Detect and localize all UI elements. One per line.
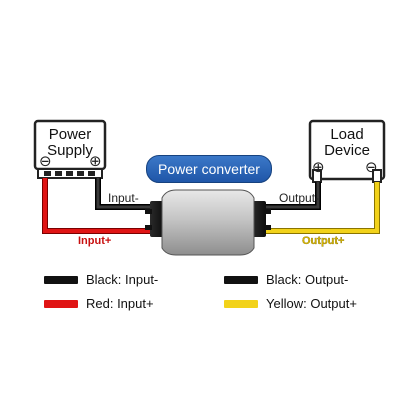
- load-device-title-text: Load Device: [324, 126, 370, 159]
- legend-text-black-output: Black: Output-: [266, 272, 349, 287]
- legend-swatch-yellow-output: [224, 300, 258, 308]
- input-plus-label: Input+: [78, 235, 112, 247]
- legend-swatch-red-input: [44, 300, 78, 308]
- load-device-plus-symbol: ⊕: [312, 159, 325, 176]
- output-minus-label: Output-: [279, 191, 320, 205]
- output-plus-label: Output+: [302, 235, 345, 247]
- load-device-minus-symbol: ⊖: [365, 159, 378, 176]
- load-device-title: Load Device: [310, 127, 384, 159]
- legend-swatch-black-output: [224, 276, 258, 284]
- power-supply-minus-symbol: ⊖: [39, 153, 52, 170]
- power-supply-title-text: Power Supply: [47, 126, 93, 159]
- power-supply-box: [33, 119, 107, 179]
- power-supply-plus-symbol: ⊕: [89, 153, 102, 170]
- legend-swatch-black-input: [44, 276, 78, 284]
- converter-body: [145, 189, 271, 256]
- legend-text-black-input: Black: Input-: [86, 272, 159, 287]
- power-converter-label: Power converter: [146, 155, 272, 183]
- wires: [42, 178, 380, 234]
- power-supply-title: Power Supply: [35, 127, 105, 159]
- input-minus-label: Input-: [108, 191, 139, 205]
- legend-text-red-input: Red: Input+: [86, 296, 154, 311]
- legend-text-yellow-output: Yellow: Output+: [266, 296, 357, 311]
